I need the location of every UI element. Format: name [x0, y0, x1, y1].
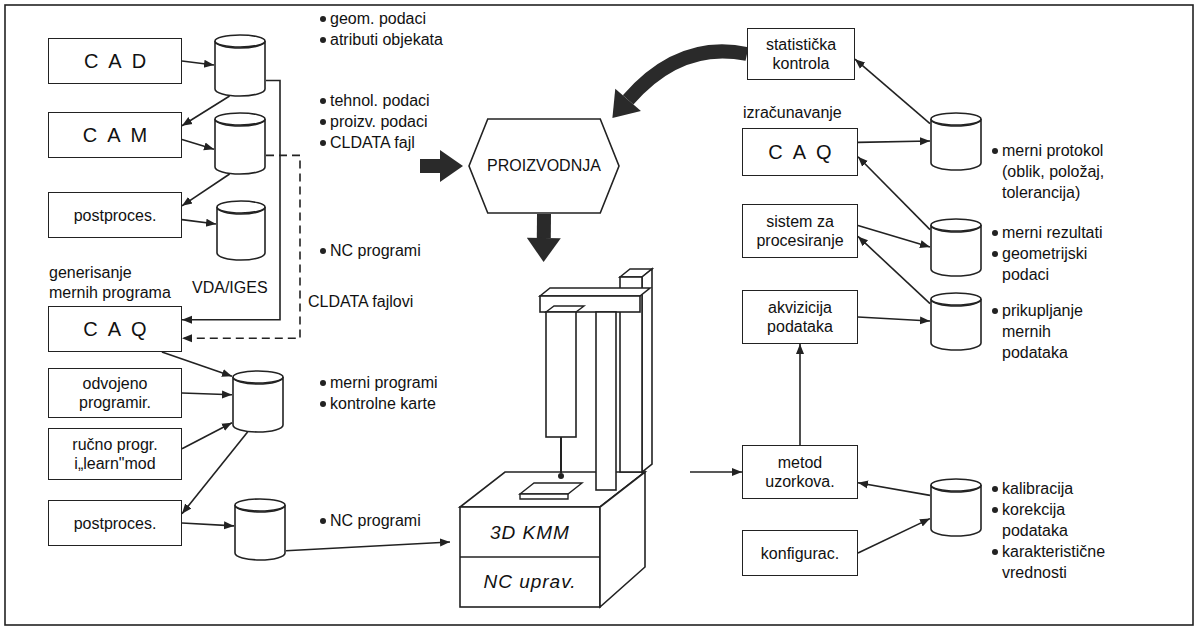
- process-label: PROIZVODNJA: [468, 118, 620, 214]
- cylinder-outline: [214, 112, 266, 174]
- data-item: kontrolne karte: [318, 393, 498, 414]
- connector: [182, 174, 230, 206]
- cylinder-outline: [930, 292, 982, 350]
- box-label: postproces.: [74, 514, 157, 533]
- connector: [182, 140, 214, 150]
- database-cylinder: prikupljanje mernih podataka: [930, 292, 982, 350]
- box-heading: generisanje mernih programa: [49, 263, 184, 303]
- connector: [182, 81, 280, 320]
- box-heading: izračunavanje: [743, 103, 893, 123]
- connector: [182, 220, 216, 224]
- database-cylinder: tehnol. podaciproizv. podaciCLDATA fajl: [214, 112, 266, 174]
- process-box: akvizicija podataka: [742, 290, 858, 344]
- data-item: geom. podaci: [318, 8, 498, 29]
- data-item: merni programi: [318, 372, 498, 393]
- frame: [5, 5, 1193, 625]
- measuring-machine: 3D KMM NC uprav.: [450, 262, 690, 612]
- connector: [182, 61, 214, 65]
- connector: [858, 236, 930, 303]
- data-item: prikupljanje mernih podataka: [990, 300, 1100, 363]
- database-cylinder: NC programi: [234, 498, 286, 560]
- database-cylinder: geom. podaciatributi objekata: [214, 34, 266, 96]
- machine-label: NC uprav.: [464, 560, 596, 604]
- connector: [858, 157, 930, 230]
- data-item: proizv. podaci: [318, 111, 498, 132]
- data-item: merni rezultati: [990, 222, 1120, 243]
- database-cylinder: merni rezultatigeometrijski podaci: [930, 218, 982, 276]
- connector: [182, 523, 234, 526]
- process-box: postproces.: [48, 192, 182, 238]
- connector: [858, 483, 930, 496]
- cylinder-outline: [214, 34, 266, 96]
- data-item: kalibracija: [990, 478, 1120, 499]
- database-cylinder: kalibracijakorekcija podatakakarakterist…: [930, 478, 982, 536]
- connector: [690, 472, 742, 473]
- data-item: karakteristične vrednosti: [990, 541, 1120, 583]
- process-box: CAD: [48, 38, 182, 84]
- connector: [855, 59, 930, 123]
- cylinder-outline: [930, 478, 982, 536]
- box-label: CAM: [73, 126, 157, 145]
- process-box: izračunavanjeCAQ: [742, 128, 858, 176]
- box-label: statistička kontrola: [754, 35, 848, 73]
- cylinder-outline: [232, 370, 284, 432]
- data-item: NC programi: [318, 240, 468, 261]
- cylinder-outline: [930, 218, 982, 276]
- database-cylinder: NC programi: [216, 200, 266, 260]
- box-label: odvojeno programir.: [55, 374, 175, 412]
- input-arrow: [420, 150, 463, 182]
- connector: [858, 317, 930, 321]
- data-item: NC programi: [318, 510, 468, 531]
- box-label: ručno progr. i„learn"mod: [55, 435, 175, 473]
- data-item: geometrijski podaci: [990, 243, 1120, 285]
- connector: [182, 423, 232, 449]
- connector: [858, 519, 930, 553]
- box-label: CAQ: [73, 320, 156, 339]
- box-label: CAQ: [758, 143, 841, 162]
- process-box: statistička kontrola: [747, 28, 855, 80]
- flow-arrow: [612, 51, 747, 118]
- process-box: metod uzorkova.: [742, 445, 858, 499]
- process-box: sistem za procesiranje: [742, 204, 858, 258]
- cylinder-outline: [930, 112, 982, 170]
- process-box: CAM: [48, 112, 182, 158]
- data-item: atributi objekata: [318, 29, 498, 50]
- edge-label: CLDATA fajlovi: [306, 292, 415, 311]
- connector: [858, 226, 930, 247]
- connector: [858, 141, 930, 142]
- connector: [800, 344, 801, 445]
- machine-label: 3D KMM: [464, 512, 596, 554]
- box-label: CAD: [74, 52, 156, 71]
- box-label: konfigurac.: [761, 544, 839, 563]
- box-label: akvizicija podataka: [749, 298, 851, 336]
- process-box: konfigurac.: [742, 530, 858, 576]
- database-cylinder: merni protokol (oblik, položaj, toleranc…: [930, 112, 982, 170]
- connector: [286, 542, 450, 551]
- data-item: korekcija podataka: [990, 499, 1120, 541]
- process-box: postproces.: [48, 500, 182, 546]
- production-hexagon: PROIZVODNJA: [468, 118, 620, 214]
- process-box: ručno progr. i„learn"mod: [48, 428, 182, 480]
- box-label: sistem za procesiranje: [749, 212, 851, 250]
- connector: [182, 155, 300, 338]
- cylinder-outline: [234, 498, 286, 560]
- database-cylinder: merni programikontrolne karte: [232, 370, 284, 432]
- data-item: tehnol. podaci: [318, 90, 498, 111]
- process-box: odvojeno programir.: [48, 368, 182, 418]
- machine-drawing: [450, 262, 690, 612]
- process-box: generisanje mernih programaCAQ: [48, 306, 182, 352]
- box-label: postproces.: [74, 206, 157, 225]
- cylinder-outline: [216, 200, 266, 260]
- data-item: CLDATA fajl: [318, 132, 498, 153]
- box-label: metod uzorkova.: [749, 453, 851, 491]
- edge-label: VDA/IGES: [190, 278, 270, 297]
- connector: [182, 393, 232, 395]
- flow-arrow: [527, 214, 561, 262]
- data-item: merni protokol (oblik, položaj, toleranc…: [990, 140, 1140, 203]
